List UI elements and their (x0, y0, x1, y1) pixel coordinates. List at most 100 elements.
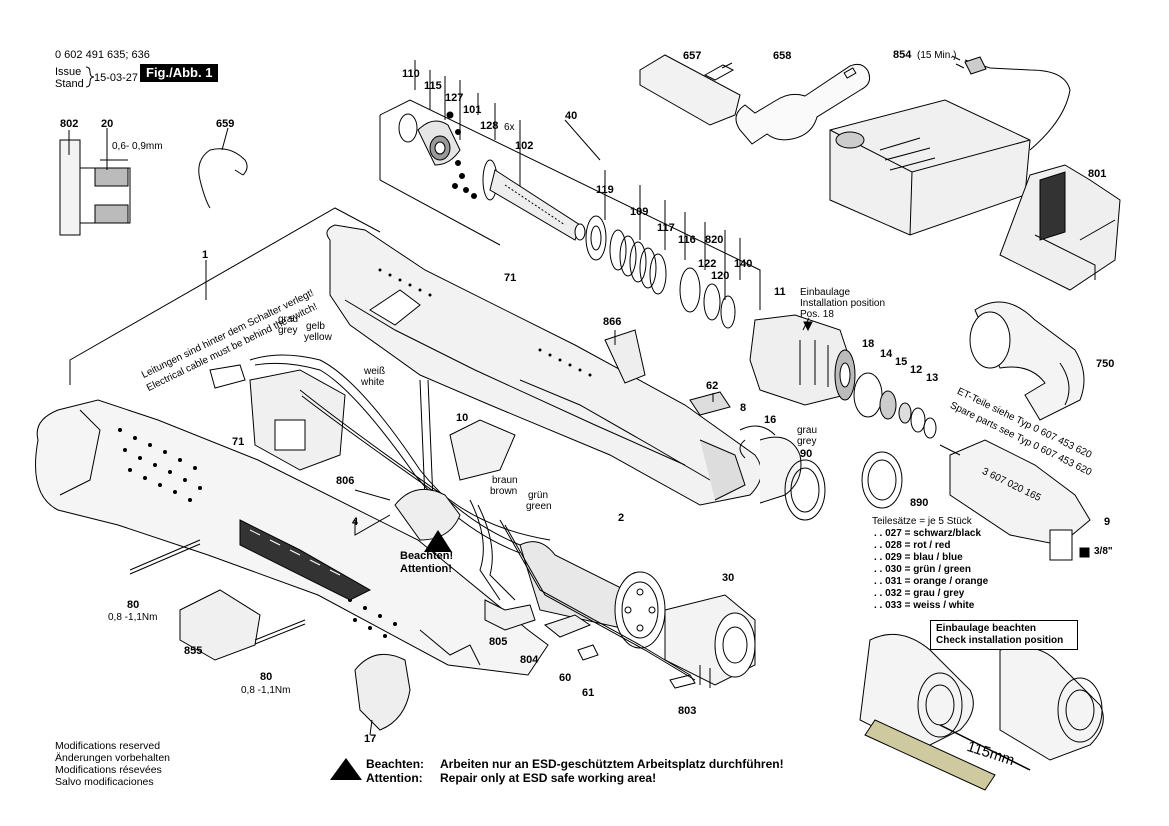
esd-warning-de: Arbeiten nur an ESD-geschütztem Arbeitsp… (440, 757, 784, 771)
part-30-gearbox (664, 594, 756, 688)
square-drive-size: 3/8" (1094, 546, 1113, 557)
esd-warning-de-label: Beachten: (366, 757, 425, 771)
attention-label: Attention! (400, 563, 452, 575)
callout-127: 127 (445, 92, 464, 104)
callout-804: 804 (520, 654, 539, 666)
callout-820: 820 (705, 234, 724, 246)
part-855-label (179, 589, 261, 661)
callout-803: 803 (678, 705, 697, 717)
callout-1: 1 (202, 249, 209, 261)
callout-120: 120 (711, 270, 730, 282)
torque-80-bottom: 0,8 -1,1Nm (241, 685, 291, 696)
callout-15min: (15 Min.) (917, 50, 957, 61)
wire-label-braun: braun (492, 475, 518, 486)
modifications-note: Salvo modificaciones (55, 776, 154, 788)
part-11-gear-head (749, 314, 856, 406)
part-109-spring (609, 229, 667, 295)
part-750-adapter (969, 301, 1085, 421)
callout-9: 9 (1104, 516, 1111, 528)
part-16 (759, 436, 802, 504)
part-801-battery (999, 164, 1121, 291)
issue-label: Issue (55, 66, 82, 78)
part-62 (689, 391, 731, 416)
callout-11: 11 (774, 286, 786, 298)
callout-40: 40 (565, 110, 578, 122)
callout-750: 750 (1096, 358, 1115, 370)
parts-set-item: . . 028 = rot / red (874, 540, 951, 551)
callout-117: 117 (657, 222, 675, 234)
callout-802: 802 (60, 118, 79, 130)
part-657-t-handle (639, 54, 741, 126)
callout-801: 801 (1088, 168, 1107, 180)
part-110-chuck (398, 113, 461, 166)
modifications-note: Modifications résevées (55, 764, 162, 776)
esd-warning-en: Repair only at ESD safe working area! (440, 771, 657, 785)
callout-20: 20 (101, 118, 114, 130)
callout-71-left: 71 (232, 436, 245, 448)
part-90-ring (784, 459, 826, 521)
beachten-label: Beachten! (400, 550, 454, 562)
wire-label-white: white (361, 377, 385, 388)
part-10-key (449, 419, 516, 481)
callout-854: 854 (893, 49, 912, 61)
callout-866: 866 (603, 316, 622, 328)
install-box-line-2: Check installation position (936, 635, 1064, 646)
callout-12: 12 (910, 364, 923, 376)
callout-8: 8 (740, 402, 747, 414)
part-switch-assembly (209, 364, 346, 471)
wire-label-grey-2: grey (797, 436, 817, 447)
parts-set-item: . . 030 = grün / green (874, 564, 971, 575)
figure-tag: Fig./Abb. 1 (140, 64, 219, 82)
wire-label-green: green (526, 501, 552, 512)
wire-label-grey: grey (278, 325, 298, 336)
wire-label-gelb: gelb (306, 321, 325, 332)
install-position-1: Einbaulage (800, 287, 851, 298)
install-position-box: Einbaulage beachten Check installation p… (930, 620, 1078, 650)
wire-label-weiss: weiß (364, 366, 386, 377)
callout-71-top: 71 (504, 272, 517, 284)
callout-855: 855 (184, 645, 203, 657)
part-2-motor (519, 541, 666, 649)
callout-119: 119 (596, 184, 614, 196)
parts-set-item: . . 029 = blau / blue (874, 552, 963, 563)
esd-warning-en-label: Attention: (366, 771, 423, 785)
callout-80-bottom: 80 (260, 671, 273, 683)
callout-60: 60 (559, 672, 572, 684)
install-position-2: Installation position (800, 298, 886, 309)
parts-set-item: . . 032 = grau / grey (874, 588, 965, 599)
wire-label-brown: brown (490, 486, 518, 497)
callout-2: 2 (618, 512, 625, 524)
callout-116: 116 (678, 234, 696, 246)
part-housing-half (326, 224, 762, 506)
part-80-screw (129, 539, 201, 575)
install-position-3: Pos. 18 (800, 309, 834, 320)
callout-80-left: 80 (127, 599, 140, 611)
part-802-20-clip (59, 128, 131, 236)
callout-110: 110 (402, 68, 420, 80)
callout-657: 657 (683, 50, 702, 62)
callout-890: 890 (910, 497, 929, 509)
callout-90: 90 (800, 448, 813, 460)
wire-label-yellow: yellow (304, 332, 332, 343)
parts-set-item: . . 033 = weiss / white (874, 600, 975, 611)
callout-62: 62 (706, 380, 719, 392)
esd-warning-triangle-icon-footer (330, 758, 362, 780)
part-tool-housing (35, 399, 549, 676)
callout-109: 109 (630, 206, 649, 218)
callout-122: 122 (698, 258, 717, 270)
torque-80-left: 0,8 -1,1Nm (108, 612, 158, 623)
callout-61: 61 (582, 687, 595, 699)
callout-805: 805 (489, 636, 508, 648)
part-8 (739, 425, 776, 459)
parts-sets-title: Teilesätze = je 5 Stück (872, 516, 972, 527)
callout-4: 4 (352, 516, 359, 528)
install-box-line-1: Einbaulage beachten (936, 623, 1037, 634)
callout-15: 15 (895, 356, 908, 368)
part-number-header: 0 602 491 635; 636 (55, 49, 150, 61)
modifications-note: Modifications reserved (55, 740, 161, 752)
part-658-wrench (735, 63, 870, 145)
part-18-ring (853, 372, 883, 418)
callout-13: 13 (926, 372, 939, 384)
callout-140: 140 (734, 258, 753, 270)
